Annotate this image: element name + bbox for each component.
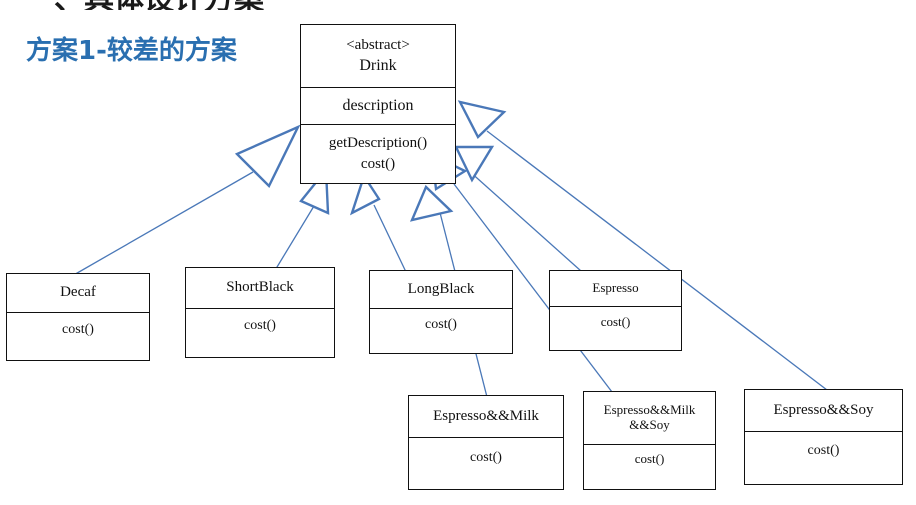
espresso-milk-method-section: cost()	[409, 437, 563, 489]
longblack-class: LongBlack cost()	[369, 270, 513, 354]
espresso-class-name: Espresso	[592, 280, 639, 296]
drink-methods-section: getDescription() cost()	[301, 124, 455, 183]
espresso-milk-soy-name-line2: &&Soy	[629, 417, 670, 432]
drink-attribute: description	[342, 96, 414, 114]
espresso-method-section: cost()	[550, 306, 681, 350]
espresso-soy-method: cost()	[807, 442, 840, 458]
edge-espresso-milk-soy	[453, 183, 613, 393]
shortblack-class-name: ShortBlack	[226, 279, 294, 296]
shortblack-class: ShortBlack cost()	[185, 267, 335, 358]
top-title-text: 一、具体设计方案	[24, 0, 264, 10]
espresso-soy-class: Espresso&&Soy cost()	[744, 389, 903, 485]
drink-class-name: Drink	[359, 56, 397, 74]
arrowhead-espresso-soy	[457, 100, 507, 139]
drink-name-section: <abstract> Drink	[301, 25, 455, 87]
edge-espresso	[467, 169, 582, 272]
edge-espresso-soy	[486, 130, 828, 391]
espresso-method: cost()	[600, 314, 631, 330]
drink-stereotype: <abstract>	[346, 36, 410, 53]
longblack-class-name: LongBlack	[407, 280, 475, 297]
decaf-class: Decaf cost()	[6, 273, 150, 361]
drink-method-getdescription: getDescription()	[328, 134, 428, 151]
espresso-class: Espresso cost()	[549, 270, 682, 351]
shortblack-method-section: cost()	[186, 308, 334, 357]
espresso-soy-name-section: Espresso&&Soy	[745, 390, 902, 431]
espresso-milk-soy-name-line1: Espresso&&Milk	[603, 402, 696, 418]
espresso-milk-method: cost()	[470, 450, 502, 466]
longblack-method: cost()	[425, 316, 457, 332]
decaf-class-name: Decaf	[60, 284, 96, 301]
shortblack-name-section: ShortBlack	[186, 268, 334, 308]
top-title-remnant: 一、具体设计方案	[0, 0, 916, 10]
espresso-milk-soy-method: cost()	[634, 450, 665, 466]
arrowhead-espresso	[454, 145, 495, 183]
edge-longblack	[373, 204, 407, 273]
arrowhead-decaf	[234, 124, 301, 189]
page-heading: 方案1-较差的方案	[26, 36, 237, 66]
espresso-milk-soy-name-section: Espresso&&Milk &&Soy	[584, 392, 715, 444]
edge-shortblack	[273, 205, 315, 273]
espresso-soy-class-name: Espresso&&Soy	[773, 401, 874, 418]
longblack-method-section: cost()	[370, 308, 512, 353]
arrowhead-espresso-milk	[409, 184, 454, 222]
edge-decaf	[71, 171, 254, 277]
espresso-milk-name-section: Espresso&&Milk	[409, 396, 563, 437]
espresso-milk-soy-method-section: cost()	[584, 444, 715, 489]
arrowhead-longblack	[349, 173, 381, 216]
espresso-soy-method-section: cost()	[745, 431, 902, 484]
espresso-name-section: Espresso	[550, 271, 681, 306]
espresso-milk-soy-class: Espresso&&Milk &&Soy cost()	[583, 391, 716, 490]
decaf-method-section: cost()	[7, 312, 149, 360]
decaf-name-section: Decaf	[7, 274, 149, 312]
drink-attribute-section: description	[301, 87, 455, 124]
decaf-method: cost()	[62, 322, 94, 338]
longblack-name-section: LongBlack	[370, 271, 512, 308]
drink-method-cost: cost()	[360, 156, 396, 172]
espresso-milk-class-name: Espresso&&Milk	[433, 407, 539, 424]
espresso-milk-class: Espresso&&Milk cost()	[408, 395, 564, 490]
shortblack-method: cost()	[244, 317, 276, 333]
drink-class: <abstract> Drink description getDescript…	[300, 24, 456, 184]
